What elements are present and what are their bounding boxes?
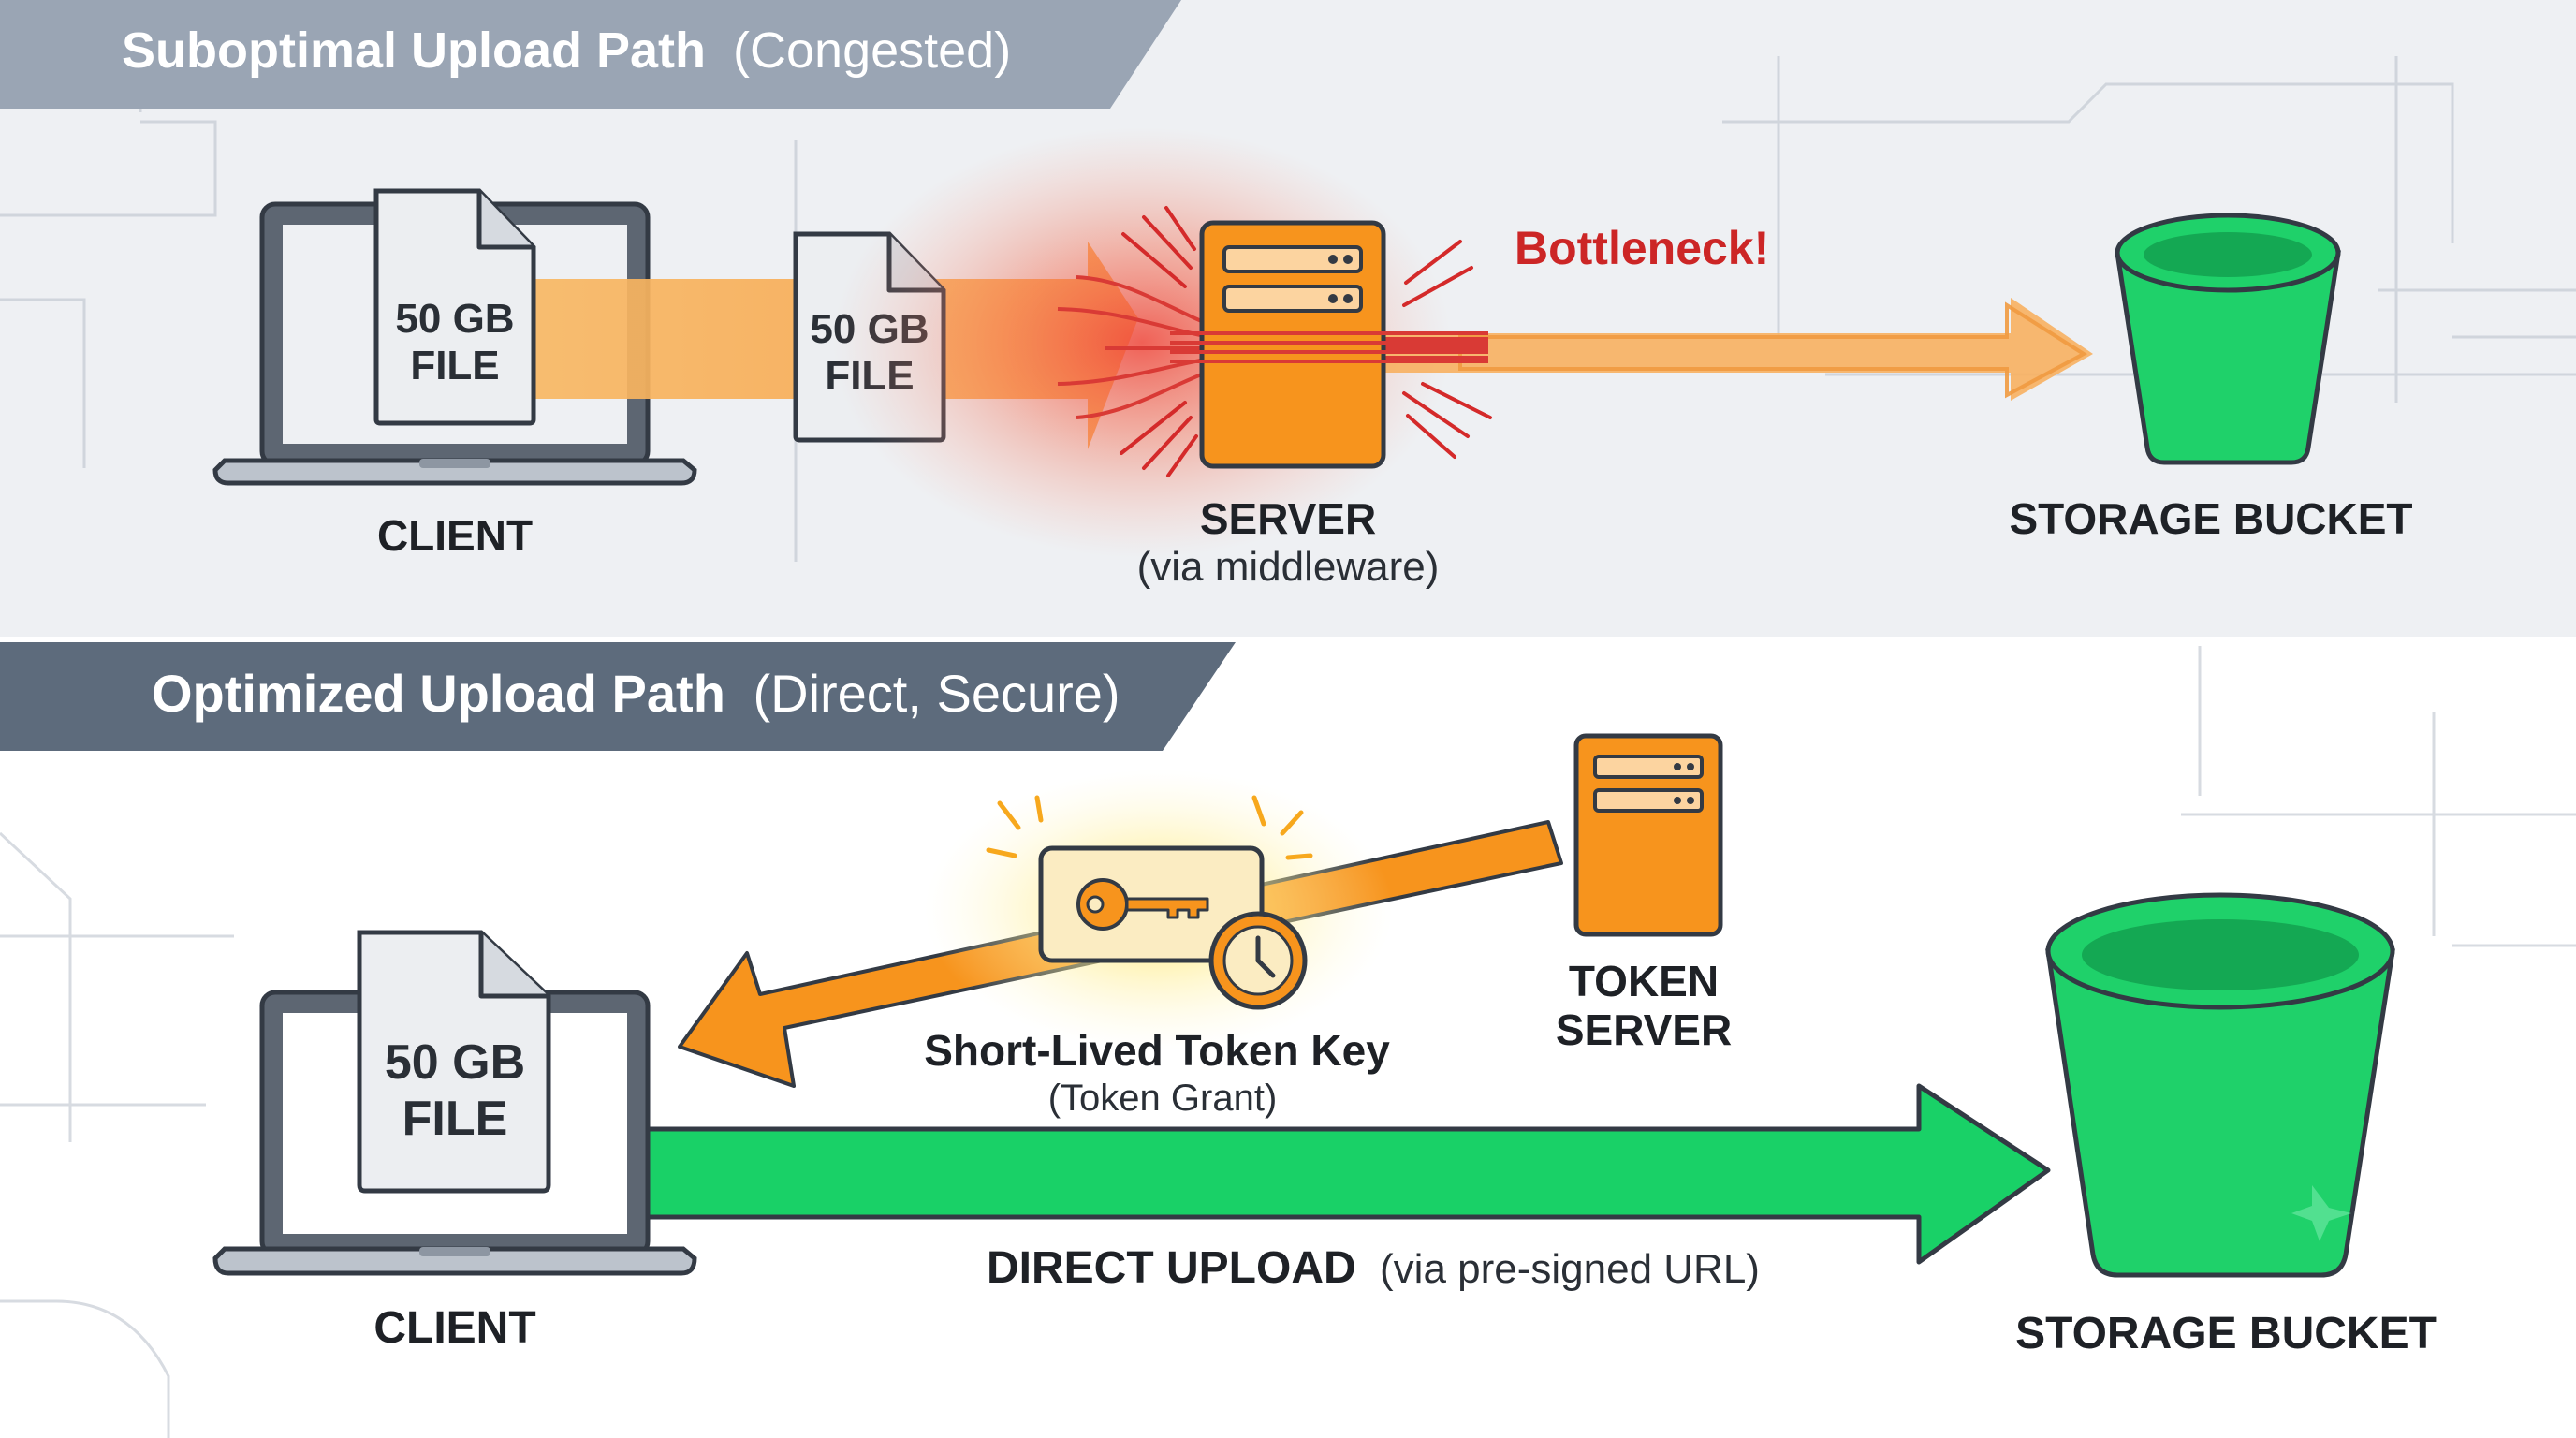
laptop-file-size-label: 50 GB (395, 296, 514, 342)
top-server-label: SERVER (1200, 494, 1376, 543)
top-server-sublabel: (via middleware) (1137, 544, 1440, 590)
direct-upload-arrow (645, 1083, 2051, 1265)
token-server-label-line1: TOKEN (1569, 957, 1719, 1005)
bottom-circuit-lines-decoration (0, 646, 2576, 1438)
document-icon (373, 188, 536, 426)
top-section-title: Suboptimal Upload Path (Congested) (122, 22, 1011, 79)
token-label: Short-Lived Token Key (924, 1026, 1390, 1075)
bottom-section-title: Optimized Upload Path (Direct, Secure) (152, 664, 1120, 723)
direct-upload-caption: DIRECT UPLOAD (via pre-signed URL) (987, 1243, 1760, 1293)
squeezed-flow-lines-front (1170, 331, 1488, 363)
bottom-bucket-label: STORAGE BUCKET (2015, 1309, 2437, 1358)
clock-icon (1208, 911, 1308, 1010)
top-section-banner (0, 0, 1181, 109)
document-icon (357, 930, 551, 1194)
key-card-icon (1038, 845, 1265, 963)
laptop-file-type-label: FILE (410, 343, 499, 389)
bottom-client-label: CLIENT (373, 1303, 535, 1353)
top-client-label: CLIENT (377, 511, 533, 560)
bottom-file-size-label: 50 GB (385, 1035, 525, 1090)
token-sparkle-lines (986, 795, 1313, 860)
bottom-file-type-label: FILE (402, 1092, 508, 1146)
bottom-title-main: Optimized Upload Path (152, 664, 725, 723)
bucket-icon (2115, 213, 2341, 465)
bottom-section-banner (0, 642, 1236, 751)
token-sublabel: (Token Grant) (1048, 1078, 1278, 1119)
throttled-flow-arrow (1458, 301, 2087, 399)
direct-upload-note: (via pre-signed URL) (1380, 1246, 1760, 1292)
direct-upload-label: DIRECT UPLOAD (987, 1243, 1356, 1293)
server-icon (1573, 733, 1723, 937)
top-bucket-label: STORAGE BUCKET (2009, 494, 2412, 543)
bottleneck-label: Bottleneck! (1515, 222, 1769, 274)
bucket-icon (2045, 892, 2395, 1278)
throttled-flow-band (1376, 298, 2093, 401)
token-server-label-line2: SERVER (1556, 1005, 1732, 1054)
burst-lines-icon (1120, 206, 1492, 477)
top-title-note: (Congested) (733, 22, 1011, 79)
bottom-title-note: (Direct, Secure) (753, 664, 1120, 723)
top-title-main: Suboptimal Upload Path (122, 22, 706, 79)
